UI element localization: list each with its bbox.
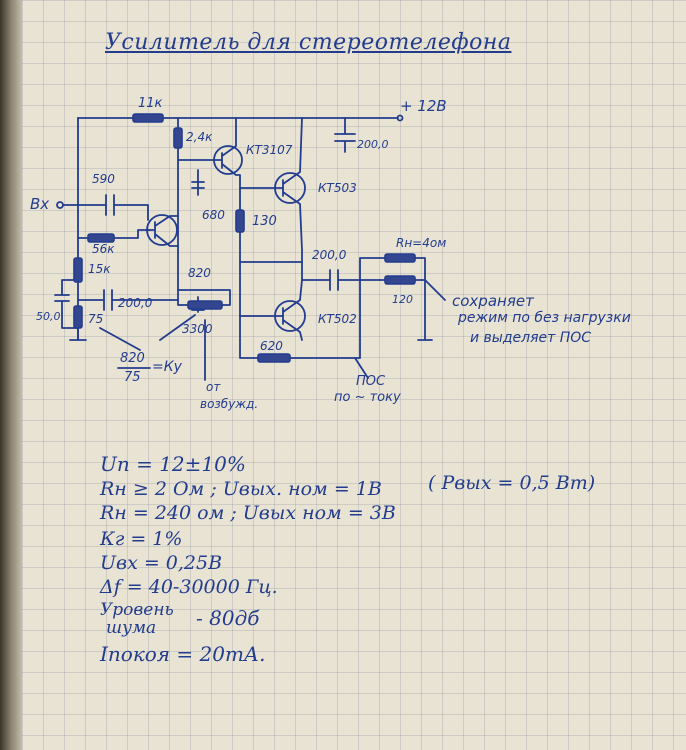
input-transistor-leads [147, 215, 179, 247]
label-c-680: 680 [202, 208, 225, 222]
label-r-820: 820 [188, 266, 211, 280]
spec-input-voltage: Uвх = 0,25В [100, 552, 223, 574]
label-r-56k: 56к [92, 242, 115, 256]
input-wire [62, 194, 149, 221]
resistor-2-4k [173, 127, 183, 149]
spec-supply-voltage: Uп = 12±10% [100, 452, 246, 476]
notebook-spine [0, 0, 24, 750]
spec-noise-level-2: шума [106, 618, 157, 638]
label-c-590: 590 [92, 172, 115, 186]
gain-denominator: 75 [124, 370, 141, 385]
label-r-75: 75 [88, 312, 104, 326]
resistor-56k [87, 233, 115, 243]
resistor-820 [187, 300, 223, 310]
kt3107-leads [177, 117, 241, 206]
kt503-leads [239, 117, 303, 281]
resistor-11k [132, 113, 164, 123]
label-q-kt3107: КТ3107 [246, 143, 293, 157]
gain-result: =Ку [152, 359, 182, 375]
note-r120-1: сохраняет [452, 292, 534, 310]
spec-load-240ohm: Rн = 240 ом ; Uвых ном = 3В [100, 502, 396, 524]
spec-distortion: Кг = 1% [100, 528, 183, 550]
note-r120-2: режим по без нагрузки [458, 310, 631, 326]
spec-noise-level-1: Уровень [100, 600, 174, 620]
resistor-120 [384, 275, 416, 285]
filter-cap-wire [334, 117, 356, 153]
load-wire [359, 257, 433, 359]
formula-lines [99, 314, 206, 381]
spec-quiescent-current: Iпокоя = 20mА. [100, 642, 266, 666]
spec-load-2ohm: Rн ≥ 2 Ом ; Uвых. ном = 1В [100, 478, 382, 500]
ground-wire [69, 327, 87, 341]
pos-arrow [354, 357, 369, 379]
note-anti-oscillation-2: возбужд. [200, 397, 259, 411]
spec-power-note: ( Рвых = 0,5 Вт) [428, 472, 596, 494]
label-r-15k: 15к [88, 262, 111, 276]
cap-680-wire [191, 169, 205, 196]
label-r-130: 130 [252, 214, 277, 229]
resistor-620 [257, 353, 291, 363]
label-c-3300: 3300 [182, 322, 213, 336]
spec-bandwidth: Δf = 40-30000 Гц. [100, 576, 278, 598]
resistor-load [384, 253, 416, 263]
supply-label: + 12В [400, 97, 447, 115]
grid-paper [22, 0, 686, 750]
label-r-620: 620 [260, 339, 283, 353]
label-c-200-top: 200,0 [357, 138, 389, 151]
label-q-kt502: КТ502 [318, 312, 357, 326]
label-q-kt503: КТ503 [318, 181, 357, 195]
resistor-130 [235, 209, 245, 233]
resistor-15k [73, 257, 83, 283]
resistor-75 [73, 305, 83, 329]
kt502-leads [239, 279, 303, 341]
label-r-120: 120 [392, 293, 413, 306]
gain-numerator: 820 [120, 351, 145, 366]
label-r-2-4k: 2,4к [186, 130, 213, 144]
label-r-11k: 11к [138, 96, 163, 111]
label-c-200-out: 200,0 [312, 248, 347, 262]
input-label: Вх [30, 195, 50, 213]
output-node-wire [301, 269, 381, 291]
note-anti-oscillation-1: от [206, 380, 221, 394]
note-feedback-1: ПОС [356, 374, 386, 389]
label-r-load: Rн=4ом [396, 236, 447, 250]
label-c-50: 50,0 [36, 310, 61, 323]
note-feedback-2: по ~ току [334, 390, 401, 405]
r120-arrow [424, 279, 446, 301]
spec-noise-level-value: - 80дб [196, 606, 260, 630]
kt502-base-wire [239, 261, 361, 359]
note-r120-3: и выделяет ПОС [470, 330, 592, 346]
cap-50-wire [54, 279, 79, 329]
input-cap-wire [77, 289, 179, 311]
label-c-200-in: 200,0 [118, 296, 153, 310]
page-title: Усилитель для стереотелефона [105, 30, 512, 55]
input-transistor-body [146, 214, 178, 246]
supply-terminal [396, 114, 404, 122]
